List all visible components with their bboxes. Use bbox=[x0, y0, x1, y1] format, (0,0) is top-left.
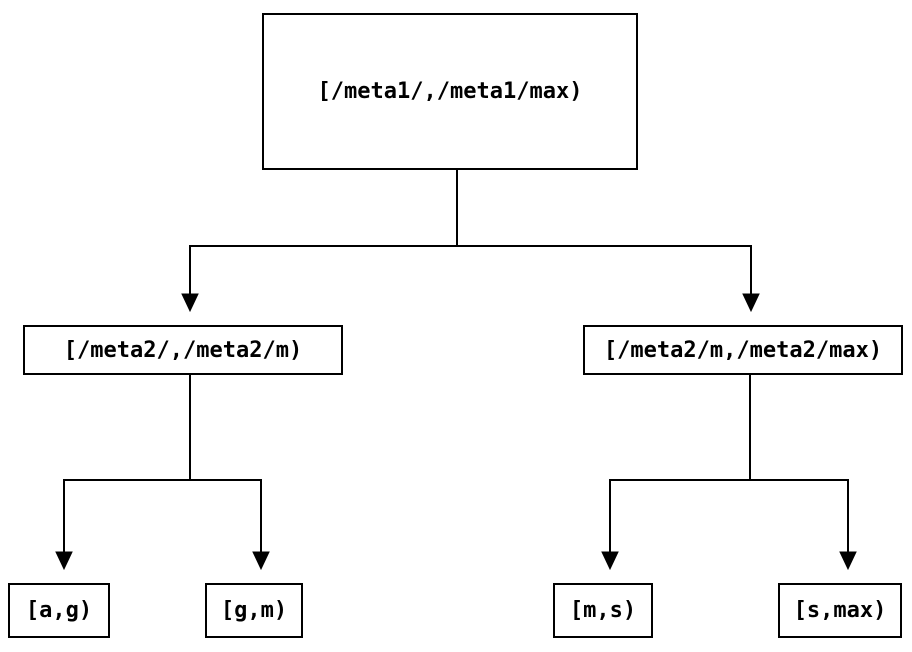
node-left-interval: [/meta2/,/meta2/m) bbox=[23, 325, 343, 375]
arrowhead-leaf-ms-icon bbox=[601, 551, 619, 571]
arrowhead-left-icon bbox=[181, 293, 199, 313]
node-leaf-ms: [m,s) bbox=[553, 583, 653, 638]
arrowhead-leaf-ag-icon bbox=[55, 551, 73, 571]
arrowhead-leaf-gm-icon bbox=[252, 551, 270, 571]
node-right-interval: [/meta2/m,/meta2/max) bbox=[583, 325, 903, 375]
node-leaf-gm: [g,m) bbox=[205, 583, 303, 638]
arrowhead-leaf-smax-icon bbox=[839, 551, 857, 571]
arrowhead-right-icon bbox=[742, 293, 760, 313]
node-leaf-smax: [s,max) bbox=[778, 583, 902, 638]
node-root-interval: [/meta1/,/meta1/max) bbox=[262, 13, 638, 170]
node-leaf-ag: [a,g) bbox=[8, 583, 110, 638]
